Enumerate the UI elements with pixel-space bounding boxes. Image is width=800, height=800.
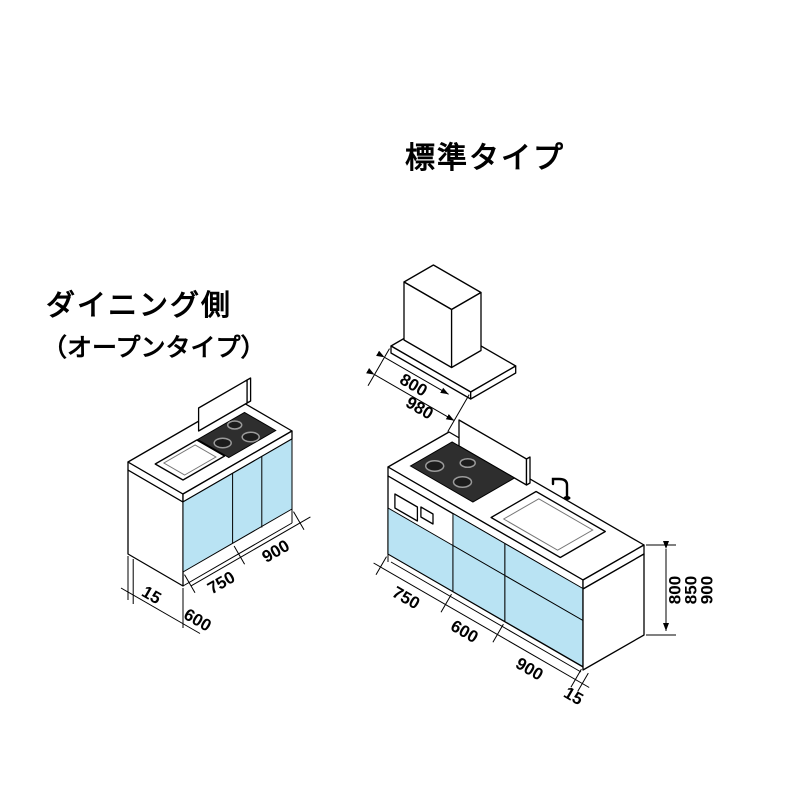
grill-unit: [394, 493, 419, 522]
left-burner-icon: [213, 437, 232, 449]
right-cooktop: [409, 441, 516, 503]
height-dim-800: 800: [665, 576, 684, 604]
hood-plate-side: [470, 365, 517, 400]
right-dim-600: 600: [447, 616, 481, 647]
faucet-base: [563, 496, 571, 500]
right-diagram-standard-view: 800 980 75: [366, 264, 716, 709]
left-diagram-dining-view: 750 900 15 600: [120, 377, 311, 636]
left-sink-rim: [162, 444, 217, 476]
left-front-dim-line: [190, 516, 311, 587]
right-bottom-dim-ticks: [375, 556, 589, 692]
right-guard-panel-edge: [525, 456, 531, 486]
hood-body-side: [450, 291, 482, 369]
left-floor-line: [182, 509, 293, 587]
left-dim-15: 15: [139, 582, 165, 608]
dining-side-label: ダイニング側: [46, 288, 232, 322]
left-guard-panel-edge: [246, 377, 252, 404]
right-sink-rim: [502, 498, 594, 551]
right-end-panel: [582, 553, 645, 671]
right-burner-icon: [459, 457, 476, 469]
open-type-label: （オープンタイプ）: [42, 333, 266, 362]
faucet-icon: [551, 477, 569, 500]
right-floor-line: [387, 554, 582, 673]
control-unit: [420, 506, 434, 525]
right-dim-15: 15: [561, 683, 587, 709]
page-title: 標準タイプ: [405, 141, 565, 175]
right-burner-icon: [452, 476, 473, 488]
left-dim-900: 900: [259, 536, 293, 567]
left-front-dim-ticks: [184, 511, 305, 594]
left-burner-icon: [241, 431, 260, 443]
height-dim-850: 850: [681, 576, 700, 604]
left-dim-600: 600: [180, 605, 214, 636]
right-dim-750: 750: [389, 583, 423, 614]
left-sink: [154, 439, 226, 481]
hood-dim-980: 980: [402, 393, 436, 424]
left-panel-seams: [232, 456, 263, 544]
left-dim-750: 750: [204, 567, 238, 598]
right-bottom-dim-line: [373, 562, 590, 688]
left-side-dim-ticks: [127, 556, 184, 628]
right-dim-900: 900: [512, 654, 546, 685]
height-dim-ext-lines: [646, 544, 676, 636]
left-burner-icon: [226, 420, 243, 430]
right-sink: [490, 490, 606, 559]
hood-dim-line-980: [366, 368, 455, 422]
height-dim-900: 900: [697, 576, 716, 604]
left-side-dim-line: [120, 587, 201, 634]
right-burner-icon: [424, 460, 445, 472]
